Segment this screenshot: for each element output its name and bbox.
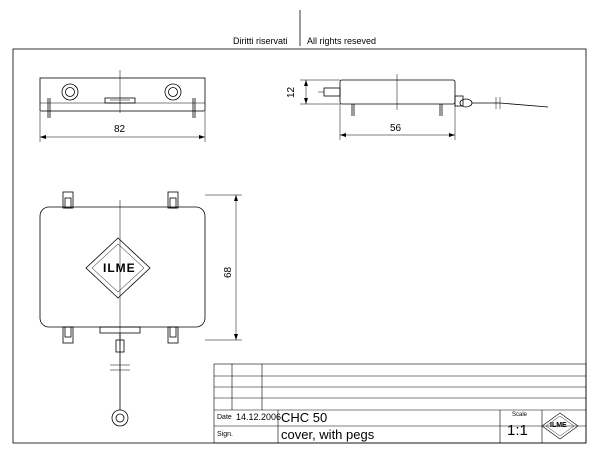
- rights-reserved-english: All rights reseved: [307, 36, 377, 46]
- drawing-description: cover, with pegs: [281, 427, 375, 442]
- top-view: [39, 70, 206, 142]
- title-block: [213, 363, 587, 444]
- dimension-top-width: 82: [114, 124, 126, 135]
- sign-label: Sign.: [217, 431, 233, 438]
- date-label: Date: [217, 414, 232, 421]
- dimension-front-height: 68: [223, 266, 234, 278]
- front-view: [39, 191, 242, 427]
- ilme-logo-text: ILME: [103, 261, 136, 275]
- scale-value: 1:1: [507, 422, 528, 439]
- date-value: 14.12.2006: [236, 412, 282, 422]
- side-view: [300, 74, 549, 140]
- title-block-logo-text: ILME: [550, 422, 567, 429]
- rights-reserved-italian: Diritti riservati: [233, 36, 288, 46]
- dimension-side-height: 12: [286, 86, 297, 98]
- scale-label: Scale: [512, 412, 528, 418]
- drawing-code: CHC 50: [281, 410, 328, 425]
- dimension-side-width: 56: [390, 123, 402, 134]
